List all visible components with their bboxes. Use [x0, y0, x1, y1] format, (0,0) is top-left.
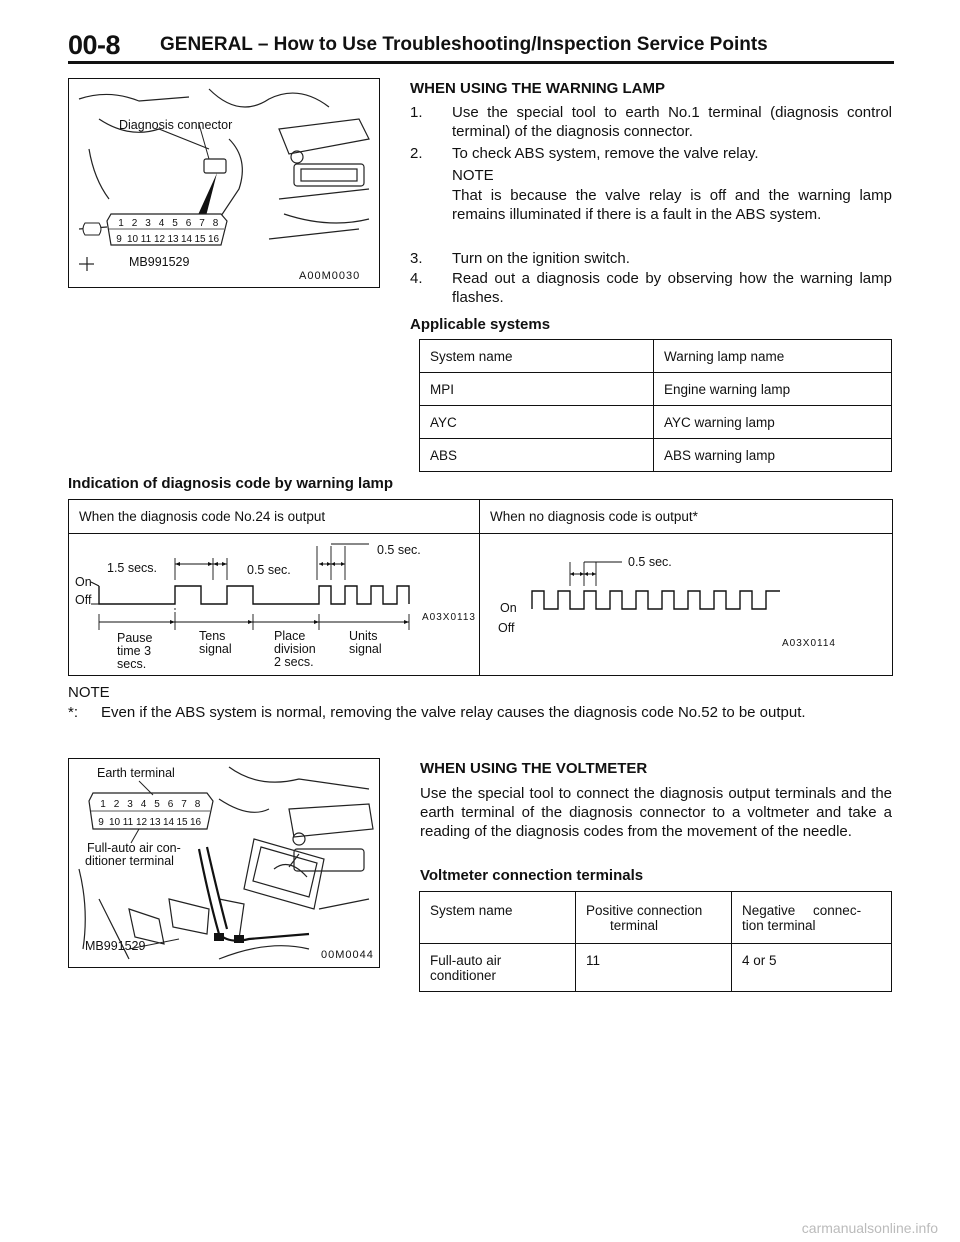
footnote-note-label: NOTE: [68, 684, 110, 701]
connector-pin: 4: [159, 218, 165, 229]
svg-text:signal: signal: [199, 642, 232, 656]
connector2-pin: 4: [141, 799, 147, 810]
label-on-2: On: [500, 601, 517, 615]
timing-diagram-no-code: On Off 0.5 sec. A03X0114: [498, 555, 836, 649]
label-place-division: Place: [274, 629, 305, 643]
connector-pin: 8: [213, 218, 219, 229]
table-row: MPI Engine warning lamp: [419, 372, 892, 406]
voltmeter-terminals-table: System name Positive connection terminal…: [419, 891, 892, 992]
connector2-pin: 12: [136, 817, 148, 828]
connector-pin: 10: [127, 234, 139, 245]
svg-text:ditioner terminal: ditioner terminal: [85, 854, 174, 868]
page-title: GENERAL – How to Use Troubleshooting/Ins…: [160, 34, 768, 55]
step-1: 1. Use the special tool to earth No.1 te…: [410, 104, 892, 140]
label-units-signal: Units: [349, 629, 377, 643]
label-0-5-sec-b: 0.5 sec.: [377, 543, 421, 557]
note-text: That is because the valve relay is off a…: [452, 187, 892, 223]
col-header-code24: When the diagnosis code No.24 is output: [68, 499, 480, 534]
step-2: 2. To check ABS system, remove the valve…: [410, 145, 759, 162]
connector2-pin: 11: [123, 817, 134, 828]
watermark: carmanualsonline.info: [801, 1220, 938, 1236]
connector2-pin: 16: [190, 817, 202, 828]
connector2-pin: 5: [154, 799, 160, 810]
voltmeter-terminals-heading: Voltmeter connection terminals: [420, 867, 644, 884]
indication-heading: Indication of diagnosis code by warning …: [68, 475, 394, 492]
connector2-pin: 13: [149, 817, 161, 828]
label-pause: Pause: [117, 631, 152, 645]
applicable-systems-table: System name Warning lamp name MPI Engine…: [419, 339, 892, 472]
voltmeter-paragraph: Use the special tool to connect the diag…: [420, 785, 892, 840]
label-on: On: [75, 575, 92, 589]
connector-pin: 14: [181, 234, 193, 245]
connector-pin: 2: [132, 218, 138, 229]
connector-pin: 11: [141, 234, 152, 245]
svg-text:time 3: time 3: [117, 644, 151, 658]
connector-pin: 1: [118, 218, 124, 229]
label-special-tool-2: MB991529: [85, 939, 146, 953]
label-1-5-secs: 1.5 secs.: [107, 561, 157, 575]
diagram-code-1: A03X0113: [422, 612, 476, 623]
connector2-pin: 9: [98, 817, 104, 828]
page-number: 00-8: [68, 30, 121, 60]
connector2-pin: 1: [100, 799, 106, 810]
connector-pin: 15: [194, 234, 206, 245]
table-row: Full-auto air conditioner 11 4 or 5: [419, 943, 892, 992]
connector-pin: 6: [186, 218, 192, 229]
svg-text:signal: signal: [349, 642, 382, 656]
footnote: *: Even if the ABS system is normal, rem…: [68, 704, 806, 721]
figure-code: A00M0030: [299, 270, 360, 282]
col-header-no-code: When no diagnosis code is output*: [479, 499, 893, 534]
label-diagnosis-connector: Diagnosis connector: [119, 118, 232, 132]
figure-code-2: 00M0044: [321, 949, 374, 961]
label-off-2: Off: [498, 621, 515, 635]
table-header-row: System name Warning lamp name: [419, 339, 892, 373]
connector2-pin: 3: [127, 799, 133, 810]
step-3: 3. Turn on the ignition switch.: [410, 250, 630, 267]
svg-text:secs.: secs.: [117, 657, 146, 671]
connector2-pin: 15: [176, 817, 188, 828]
warning-lamp-heading: WHEN USING THE WARNING LAMP: [410, 80, 665, 97]
timing-diagram-code24: On Off 1.5 secs. 0.5 sec. 0.5 sec. Pause…: [75, 543, 476, 671]
table-row: AYC AYC warning lamp: [419, 405, 892, 439]
svg-text:2 secs.: 2 secs.: [274, 655, 314, 669]
label-earth-terminal: Earth terminal: [97, 766, 175, 780]
connector-pin: 13: [167, 234, 179, 245]
connector2-pin: 7: [181, 799, 187, 810]
svg-text:division: division: [274, 642, 316, 656]
label-special-tool: MB991529: [129, 255, 190, 269]
connector2-pin: 14: [163, 817, 175, 828]
connector2-pin: 2: [114, 799, 120, 810]
applicable-systems-heading: Applicable systems: [410, 316, 551, 333]
connector-pin: 9: [116, 234, 122, 245]
diagram-code-2: A03X0114: [782, 638, 836, 649]
table-row: ABS ABS warning lamp: [419, 438, 892, 472]
indication-table: When the diagnosis code No.24 is output …: [68, 499, 893, 676]
voltmeter-heading: WHEN USING THE VOLTMETER: [420, 760, 648, 777]
connector-pin: 3: [145, 218, 151, 229]
connector-pin: 7: [199, 218, 205, 229]
step-4: 4. Read out a diagnosis code by observin…: [410, 270, 892, 306]
connector2-pin: 10: [109, 817, 121, 828]
note-label: NOTE: [452, 167, 494, 184]
connector-pin: 16: [208, 234, 220, 245]
label-0-5-sec-a: 0.5 sec.: [247, 563, 291, 577]
label-full-auto-terminal: Full-auto air con-: [87, 841, 181, 855]
label-tens-signal: Tens: [199, 629, 225, 643]
header-rule: [68, 61, 894, 64]
connector-pin: 12: [154, 234, 166, 245]
connector-pin: 5: [172, 218, 178, 229]
connector2-pin: 6: [168, 799, 174, 810]
table-header-row: System name Positive connection terminal…: [419, 891, 892, 944]
label-0-5-sec-c: 0.5 sec.: [628, 555, 672, 569]
connector2-pin: 8: [195, 799, 201, 810]
label-off: Off: [75, 593, 92, 607]
